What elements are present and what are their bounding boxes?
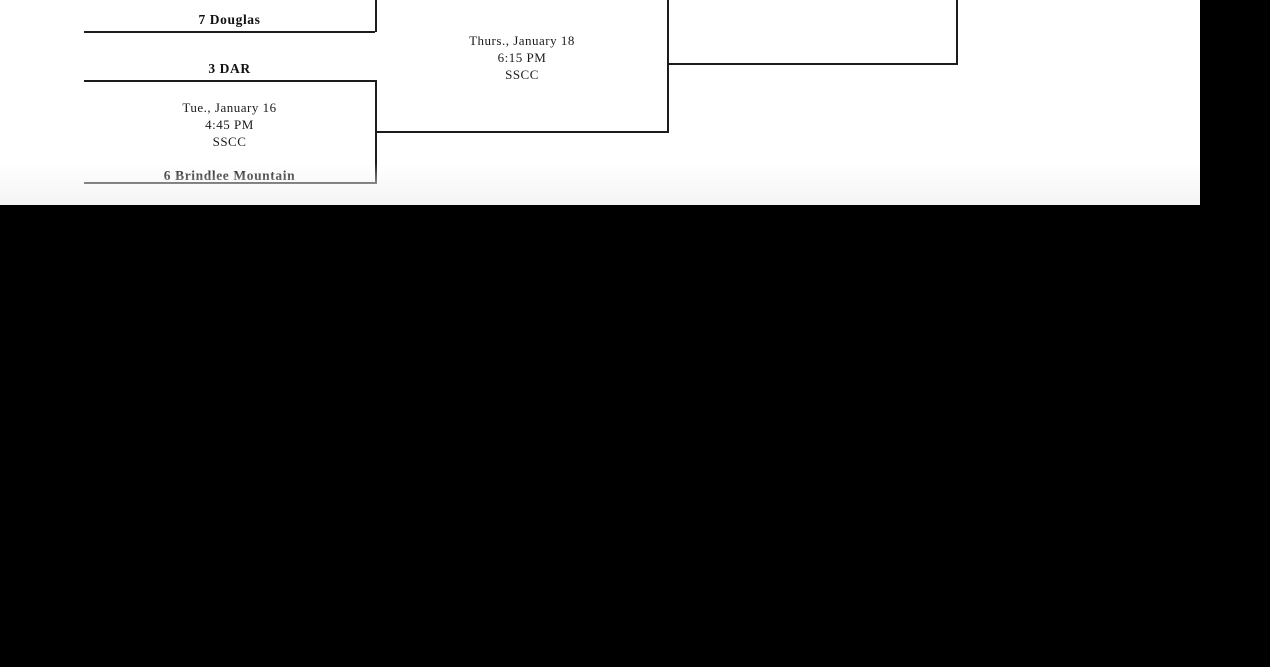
game-time: 6:15 PM [497,50,547,65]
game-venue: SSCC [212,134,247,149]
game-info-thurs-january-18: Thurs., January 18 6:15 PM SSCC [377,32,667,83]
bracket-line-brindlee-underline [84,182,377,184]
game-date: Thurs., January 18 [469,33,575,48]
bracket-line-advance-center [667,63,958,65]
bracket-line-next-round-vertical [956,0,958,65]
game-venue: SSCC [505,67,539,82]
bracket-line-dar-underline [84,80,377,82]
bracket-line-douglas-underline [84,31,375,33]
team-slot-dar: 3 DAR [208,61,251,76]
team-slot-douglas: 7 Douglas [198,12,261,27]
bracket-line-advance-lower-left [375,131,669,133]
bracket-line-upper-left-vertical [375,0,377,32]
game-date: Tue., January 16 [182,100,277,115]
game-info-tue-january-16: Tue., January 16 4:45 PM SSCC [84,99,375,150]
bracket-line-center-vertical [667,0,669,133]
game-time: 4:45 PM [205,117,254,132]
bracket-page: 7 Douglas 3 DAR Tue., January 16 4:45 PM… [0,0,1200,205]
